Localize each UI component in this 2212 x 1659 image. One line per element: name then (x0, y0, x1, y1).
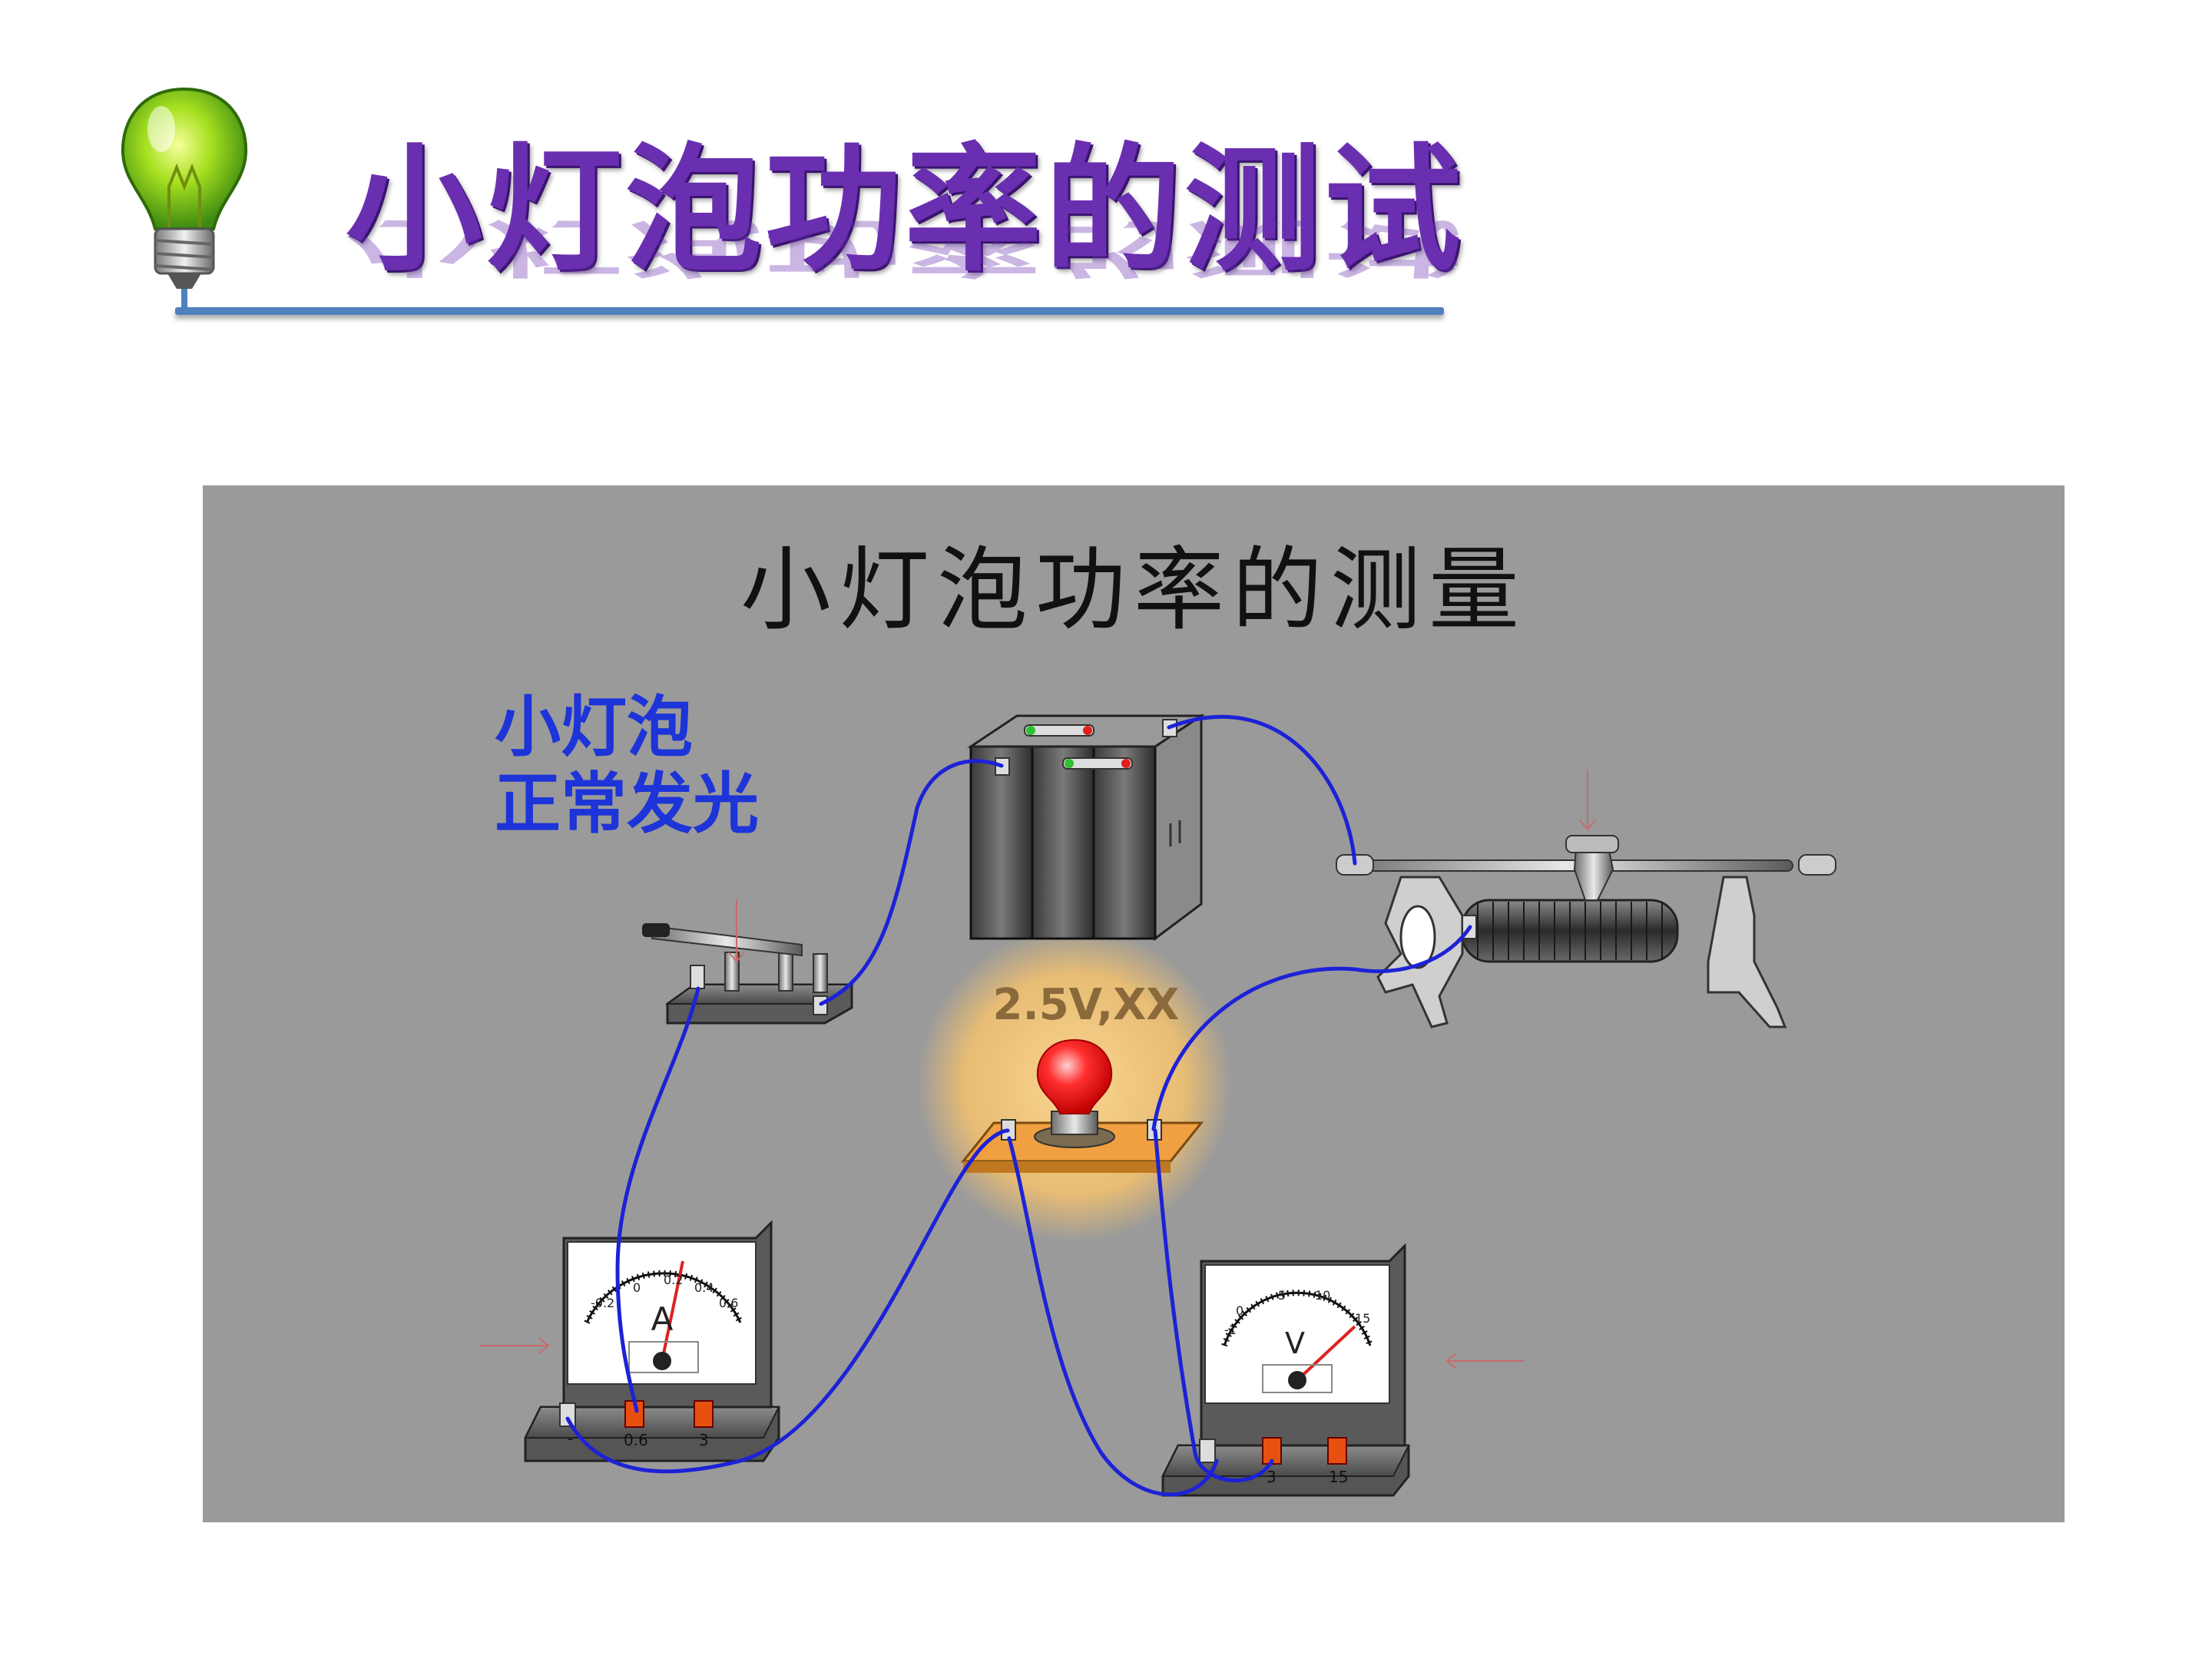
arrow-rheostat (1579, 770, 1596, 831)
ammeter-scale-2: 0.4 (694, 1280, 714, 1295)
circuit-diagram: 2.5V,XX A 0 0.2 0.4 0.6 -0.2 (479, 714, 1836, 1497)
wire-lamp-voltmeter-neg (1007, 1136, 1219, 1497)
battery-pack (967, 714, 1205, 941)
status-line-1: 小灯泡 (495, 689, 693, 766)
voltmeter-scale-0: 0 (1236, 1303, 1243, 1318)
ammeter-terminal-3: 3 (699, 1431, 709, 1449)
ammeter-unit-label: A (651, 1300, 674, 1338)
ammeter-scale-1: 0.2 (664, 1273, 683, 1287)
voltmeter-terminal-3: 3 (1267, 1468, 1277, 1486)
wires (565, 714, 1472, 1497)
voltmeter-unit-label: V (1285, 1326, 1305, 1360)
voltmeter: V 0 5 10 15 -1 - 3 15 (1161, 1243, 1410, 1497)
hint-arrows (479, 770, 1596, 1369)
arrow-ammeter (479, 1337, 550, 1354)
voltmeter-terminal-15: 15 (1329, 1468, 1348, 1486)
title-underline (175, 307, 1444, 315)
lightbulb-icon (121, 87, 248, 315)
voltmeter-scale-1: 5 (1278, 1288, 1286, 1303)
ammeter-scale-0: 0 (633, 1280, 641, 1295)
ammeter-terminal-0-6: 0.6 (624, 1431, 648, 1449)
voltmeter-scale-3: 15 (1355, 1311, 1370, 1326)
panel-title: 小灯泡功率的测量 (740, 537, 1527, 643)
voltmeter-scale-4: -1 (1224, 1323, 1237, 1337)
simulation-panel: 小灯泡功率的测量 (203, 485, 2065, 1522)
bulb-rating-label: 2.5V,XX (993, 980, 1180, 1030)
knife-switch (642, 923, 855, 1025)
light-bulb-lit (1036, 1038, 1113, 1114)
voltmeter-scale-2: 10 (1315, 1288, 1330, 1303)
wire-switch-ammeter (615, 986, 700, 1413)
arrow-voltmeter (1445, 1353, 1524, 1369)
wire-lamp-rheostat (1151, 925, 1472, 1131)
status-text: 小灯泡 正常发光 (495, 689, 759, 843)
wire-switch-battery (819, 759, 1004, 1006)
ammeter-scale-3: 0.6 (719, 1296, 738, 1310)
wire-battery-rheostat (1167, 714, 1357, 866)
wire-ammeter-lamp (565, 1128, 1010, 1474)
ammeter-scale-4: -0.2 (591, 1296, 614, 1310)
ammeter: A 0 0.2 0.4 0.6 -0.2 - 0.6 3 (524, 1220, 780, 1462)
wire-lamp-voltmeter-3 (1153, 1128, 1274, 1482)
slide-title: 小灯泡功率的测试 (346, 131, 1464, 290)
sliding-rheostat (1336, 835, 1836, 1028)
ammeter-terminal-neg: - (568, 1429, 573, 1448)
status-line-2: 正常发光 (495, 766, 759, 843)
arrow-switch (728, 900, 745, 963)
